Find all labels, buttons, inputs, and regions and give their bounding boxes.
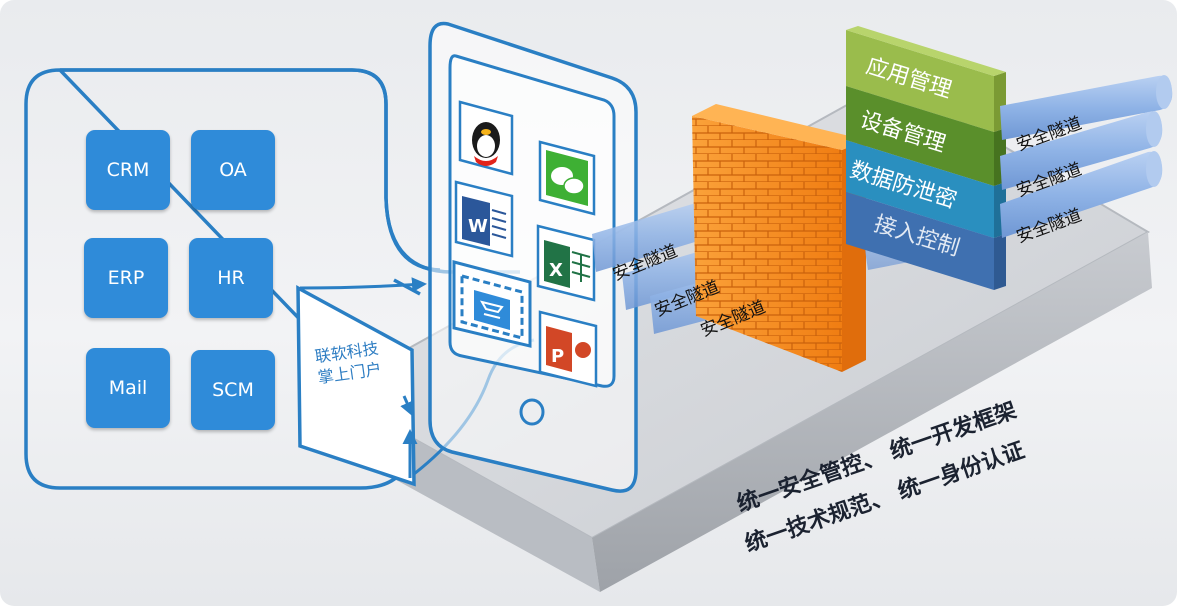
- powerpoint-icon: P: [538, 310, 598, 388]
- tunnel-right-1: [1000, 75, 1173, 140]
- qq-icon: [458, 100, 514, 176]
- app-tile-oa[interactable]: OA: [191, 130, 275, 210]
- svg-text:W: W: [468, 216, 488, 237]
- svg-text:X: X: [549, 260, 563, 281]
- app-tile-scm[interactable]: SCM: [191, 350, 275, 430]
- security-stack: [846, 26, 1006, 290]
- wechat-icon: [538, 140, 596, 216]
- tunnel-right-3: [1000, 151, 1163, 238]
- tunnel-right-2: [1000, 111, 1163, 190]
- app-tile-hr[interactable]: HR: [189, 238, 273, 318]
- app-tile-mail[interactable]: Mail: [86, 348, 170, 428]
- app-tile-crm[interactable]: CRM: [86, 130, 170, 210]
- word-icon: W: [454, 180, 514, 258]
- excel-icon: X: [536, 224, 596, 302]
- svg-text:P: P: [551, 346, 564, 367]
- app-tile-erp[interactable]: ERP: [84, 238, 168, 318]
- portal-app-icon: [452, 260, 532, 348]
- firewall: [692, 104, 866, 372]
